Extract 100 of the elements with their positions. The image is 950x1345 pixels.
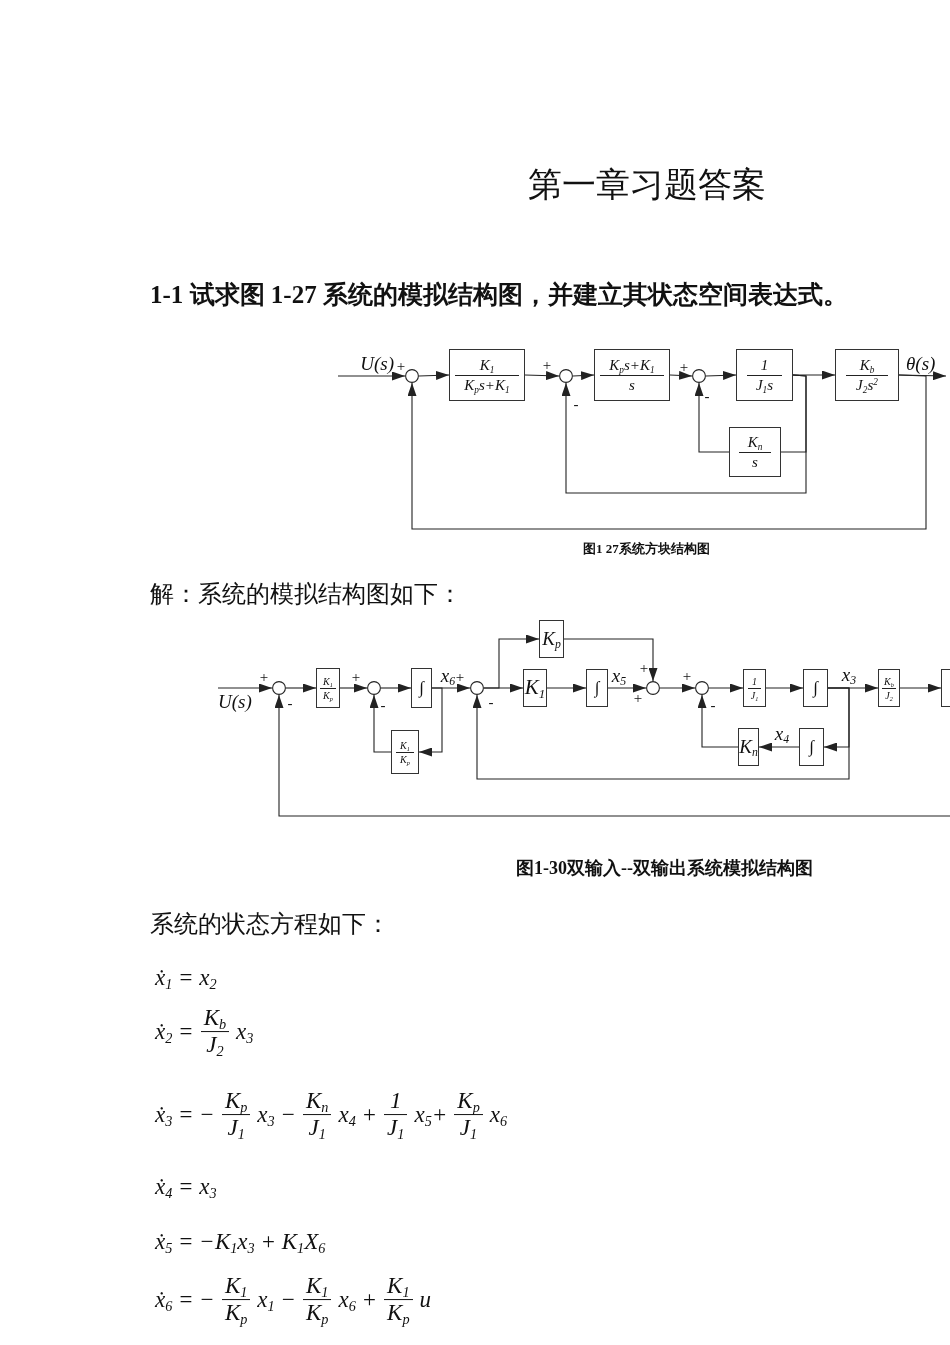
transfer-function-block — [729, 427, 781, 477]
gain-block — [738, 728, 759, 766]
gain-block — [523, 669, 547, 707]
equation-text: x$_{3}$ − — [257, 1101, 296, 1129]
sign-label: + — [682, 668, 692, 684]
arrow — [546, 683, 587, 693]
fraction-numerator: K$_{b}$ — [202, 1005, 228, 1032]
integral-sign: ∫ — [813, 678, 818, 698]
arrow — [669, 370, 693, 380]
equation-text: x$_{6}$ + — [338, 1286, 378, 1314]
arrow — [274, 694, 950, 817]
arrow — [561, 374, 807, 494]
arrow — [380, 683, 412, 693]
arrow — [697, 694, 739, 748]
sign-label: - — [488, 694, 494, 710]
sign-label: + — [542, 357, 552, 373]
fraction-denominator: s — [629, 376, 635, 393]
fraction-numerator: 1 — [752, 675, 757, 687]
arrow — [659, 683, 696, 693]
fraction-numerator: K$_{p}$s+K$_{1}$ — [609, 357, 655, 374]
summing-junction — [405, 369, 419, 383]
answer-text: 系统的状态方程如下： — [150, 910, 390, 939]
figure-caption: 图1 27系统方块结构图 — [583, 541, 710, 557]
fraction-denominator: J$_{2}$ — [205, 1032, 225, 1059]
arrow — [285, 683, 317, 693]
gain-label: K$_{1}$ — [524, 676, 546, 700]
page-title: 第一章习题答案 — [528, 165, 766, 205]
fraction-denominator: J$_{1}$ — [750, 689, 759, 701]
fraction-denominator: J$_{2}$s$^{2}$ — [856, 376, 878, 393]
arrow — [483, 683, 524, 693]
question-text: 1-1 试求图 1-27 系统的模拟结构图，并建立其状态空间表达式。 — [150, 280, 848, 310]
summing-junction — [559, 369, 573, 383]
equation-text: x$_{5}$+ — [414, 1101, 448, 1129]
fraction-numerator: K$_{1}$ — [386, 1273, 411, 1300]
fraction-denominator: J$_{1}$ — [307, 1115, 327, 1142]
integral-sign: ∫ — [594, 678, 600, 698]
fraction-denominator: J$_{1}$ — [458, 1115, 479, 1142]
fraction-denominator: K$_{p}$ — [223, 1300, 249, 1327]
fraction-denominator: J$_{1}$s — [755, 376, 774, 393]
fraction-denominator: J$_{2}$ — [885, 689, 893, 701]
gain-label: K$_{n}$ — [739, 736, 758, 758]
arrow — [572, 371, 595, 381]
equation-text: x$_{3}$ — [236, 1018, 254, 1046]
arrow — [765, 683, 804, 693]
sign-label: + — [455, 669, 465, 685]
transfer-function-block — [878, 669, 900, 707]
arrow — [694, 382, 730, 453]
transfer-function-block — [316, 668, 340, 708]
equation-text: x$_{4}$ + — [338, 1101, 378, 1129]
transfer-function-block — [449, 349, 525, 401]
fraction-numerator: 1 — [760, 357, 769, 374]
equation-text: u — [419, 1286, 432, 1314]
input-label: U(s) — [218, 688, 258, 716]
arrow — [418, 687, 443, 757]
fraction-numerator: K$_{1}$ — [323, 675, 333, 687]
summing-junction — [470, 681, 484, 695]
arrow — [792, 370, 836, 380]
fraction-numerator: K$_{1}$ — [223, 1273, 249, 1300]
equation-text: ẋ$_{1}$ = x$_{2}$ — [155, 964, 217, 992]
fraction-denominator: K$_{p}$ — [386, 1300, 411, 1327]
partial-block — [941, 669, 950, 707]
arrow — [758, 742, 800, 752]
equation-text: ẋ$_{6}$ = − — [155, 1286, 215, 1314]
arrow — [339, 683, 368, 693]
fraction-numerator: K$_{p}$ — [456, 1088, 481, 1115]
sign-label: - — [710, 697, 716, 713]
fraction-denominator: s — [752, 453, 758, 470]
fraction-denominator: J$_{1}$ — [386, 1115, 406, 1142]
equation-text: x$_{6}$ — [489, 1101, 508, 1129]
fraction-numerator: 1 — [389, 1088, 403, 1115]
arrow — [708, 683, 744, 693]
fraction-numerator: K$_{1}$ — [400, 739, 410, 751]
sign-label: - — [380, 697, 386, 713]
arrow — [418, 370, 450, 380]
fraction-numerator: K$_{n}$ — [305, 1088, 330, 1115]
arrow — [899, 683, 942, 693]
fraction-numerator: K$_{n}$ — [747, 434, 763, 451]
equation-text: ẋ$_{3}$ = − — [155, 1101, 215, 1129]
arrow — [472, 687, 850, 780]
arrow — [337, 371, 406, 381]
sign-label: - — [704, 388, 710, 404]
sign-label: + — [396, 358, 406, 374]
arrow — [898, 371, 947, 381]
summing-junction — [646, 681, 660, 695]
output-label: θ(s) — [906, 352, 946, 376]
sign-label: + — [639, 660, 649, 676]
connector-line — [780, 374, 807, 453]
summing-junction — [272, 681, 286, 695]
sign-label: + — [351, 669, 361, 685]
integrator-block — [803, 669, 828, 707]
arrow — [563, 638, 658, 682]
transfer-function-block — [743, 669, 766, 707]
fraction-numerator: K$_{1}$ — [479, 357, 495, 374]
summing-junction — [367, 681, 381, 695]
equation-text: ẋ$_{4}$ = x$_{3}$ — [155, 1173, 217, 1201]
integrator-block — [411, 668, 432, 708]
input-label: U(s) — [338, 352, 394, 376]
summing-junction — [692, 369, 706, 383]
fraction-denominator: J$_{1}$ — [226, 1115, 246, 1142]
fraction-numerator: K$_{b}$ — [884, 675, 894, 687]
